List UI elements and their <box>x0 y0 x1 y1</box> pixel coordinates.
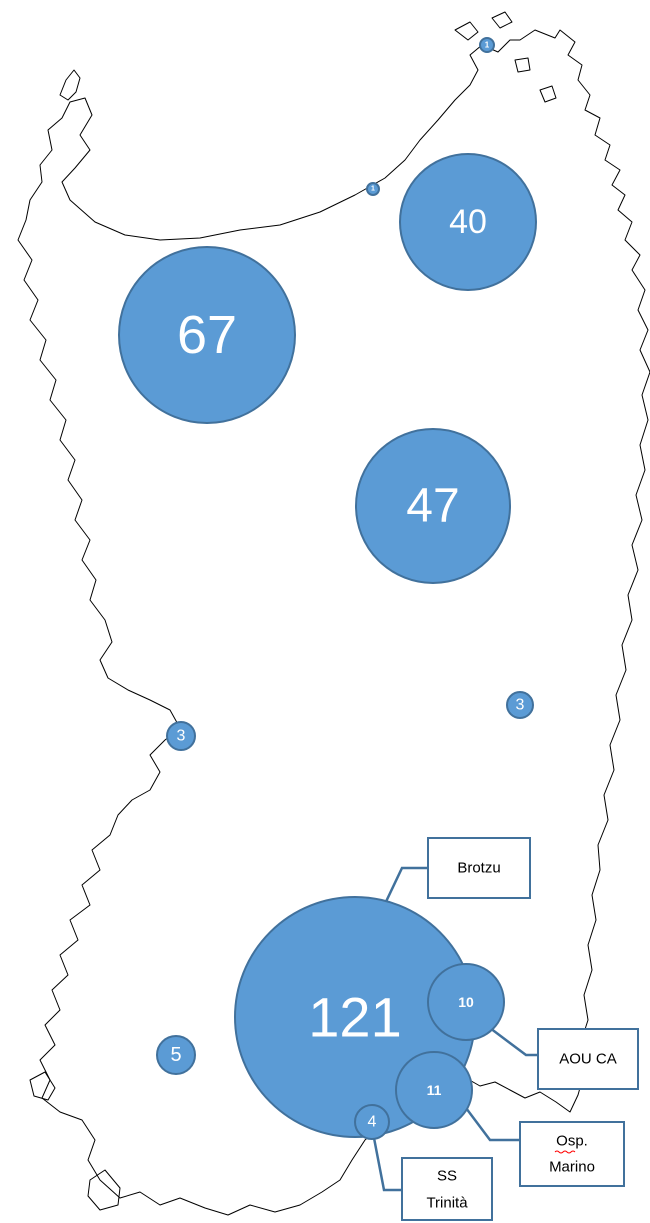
bubble-east: 3 <box>506 691 534 719</box>
bubble-label: 11 <box>427 1082 442 1098</box>
callout-line-ss-trinita <box>372 1137 402 1192</box>
bubble-aou-ca: 10 <box>427 963 505 1041</box>
island-north-4 <box>539 85 557 103</box>
island-north-3 <box>514 57 531 73</box>
bubble-label: 5 <box>170 1044 181 1066</box>
island-north-1 <box>454 21 479 41</box>
callout-ss-trinita: SS Trinità <box>401 1157 493 1221</box>
bubble-label: 121 <box>308 986 401 1049</box>
bubble-north-small: 1 <box>366 182 380 196</box>
callout-label-line-2: Trinità <box>426 1195 468 1212</box>
bubble-label: 4 <box>368 1114 377 1131</box>
callout-label: Brotzu <box>457 860 500 877</box>
callout-line-brotzu <box>381 866 428 909</box>
callout-osp-marino: Osp. Marino <box>519 1121 625 1187</box>
bubble-west: 3 <box>166 721 196 751</box>
bubble-ss-trinita: 4 <box>354 1104 390 1140</box>
bubble-osp-marino: 11 <box>395 1051 473 1129</box>
callout-label-line-1: SS <box>437 1168 457 1185</box>
bubble-label: 67 <box>177 305 237 365</box>
bubble-label: 3 <box>516 697 525 714</box>
island-south-1 <box>29 1071 56 1101</box>
bubble-label: 3 <box>177 728 186 745</box>
bubble-northwest: 67 <box>118 246 296 424</box>
callout-aou-ca: AOU CA <box>537 1028 639 1090</box>
callout-label: AOU CA <box>559 1051 617 1068</box>
island-north-2 <box>491 11 513 29</box>
callout-brotzu: Brotzu <box>427 837 531 899</box>
bubble-north-tip: 1 <box>479 37 495 53</box>
bubble-southwest: 5 <box>156 1035 196 1075</box>
bubble-label: 1 <box>371 186 375 193</box>
callout-line-osp-marino <box>459 1099 520 1142</box>
callout-label-line-2: Marino <box>549 1159 595 1176</box>
bubble-northeast: 40 <box>399 153 537 291</box>
bubble-center: 47 <box>355 428 511 584</box>
island-asinara <box>59 69 81 101</box>
spellcheck-underline <box>554 1150 576 1154</box>
island-outline <box>17 29 650 1216</box>
island-south-2 <box>87 1169 121 1211</box>
bubble-label: 10 <box>458 994 474 1010</box>
bubble-label: 1 <box>485 41 490 50</box>
callout-line-aou-ca <box>489 1027 538 1057</box>
bubble-label: 40 <box>449 203 487 241</box>
bubble-label: 47 <box>406 480 459 533</box>
callout-label-line-1: Osp. <box>556 1133 588 1150</box>
